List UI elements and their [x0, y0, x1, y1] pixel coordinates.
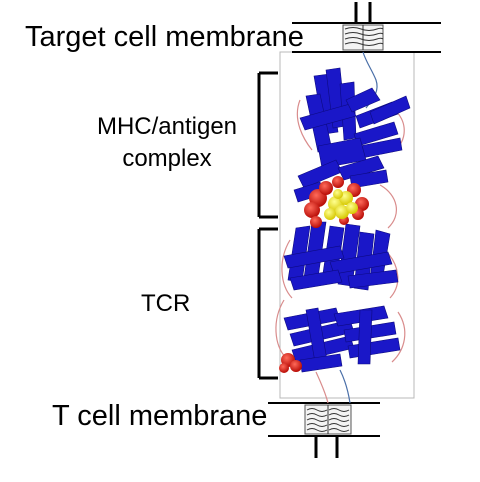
mhc-beta-strands	[293, 67, 411, 203]
t-cell-membrane	[268, 402, 380, 458]
mhc-label-line2: complex	[122, 145, 212, 173]
tcr-constant-domain	[283, 305, 401, 373]
target-cell-membrane-label: Target cell membrane	[25, 21, 304, 53]
t-cell-membrane-label: T cell membrane	[52, 400, 268, 432]
membrane-anchor-coils-top	[344, 25, 384, 50]
contact-residues	[279, 176, 369, 373]
target-cell-membrane	[292, 2, 441, 53]
tcr-label: TCR	[141, 290, 191, 317]
mhc-antigen-complex-label: MHC/antigen complex	[82, 111, 252, 176]
membrane-anchor-coils-bottom	[306, 405, 350, 434]
mhc-label-line1: MHC/antigen	[96, 113, 238, 140]
coil-loops	[275, 51, 406, 404]
antigen-peptide	[324, 189, 358, 220]
mhc-bracket	[257, 71, 278, 219]
tcr-variable-domain	[283, 221, 399, 291]
tcr-bracket	[257, 227, 278, 380]
